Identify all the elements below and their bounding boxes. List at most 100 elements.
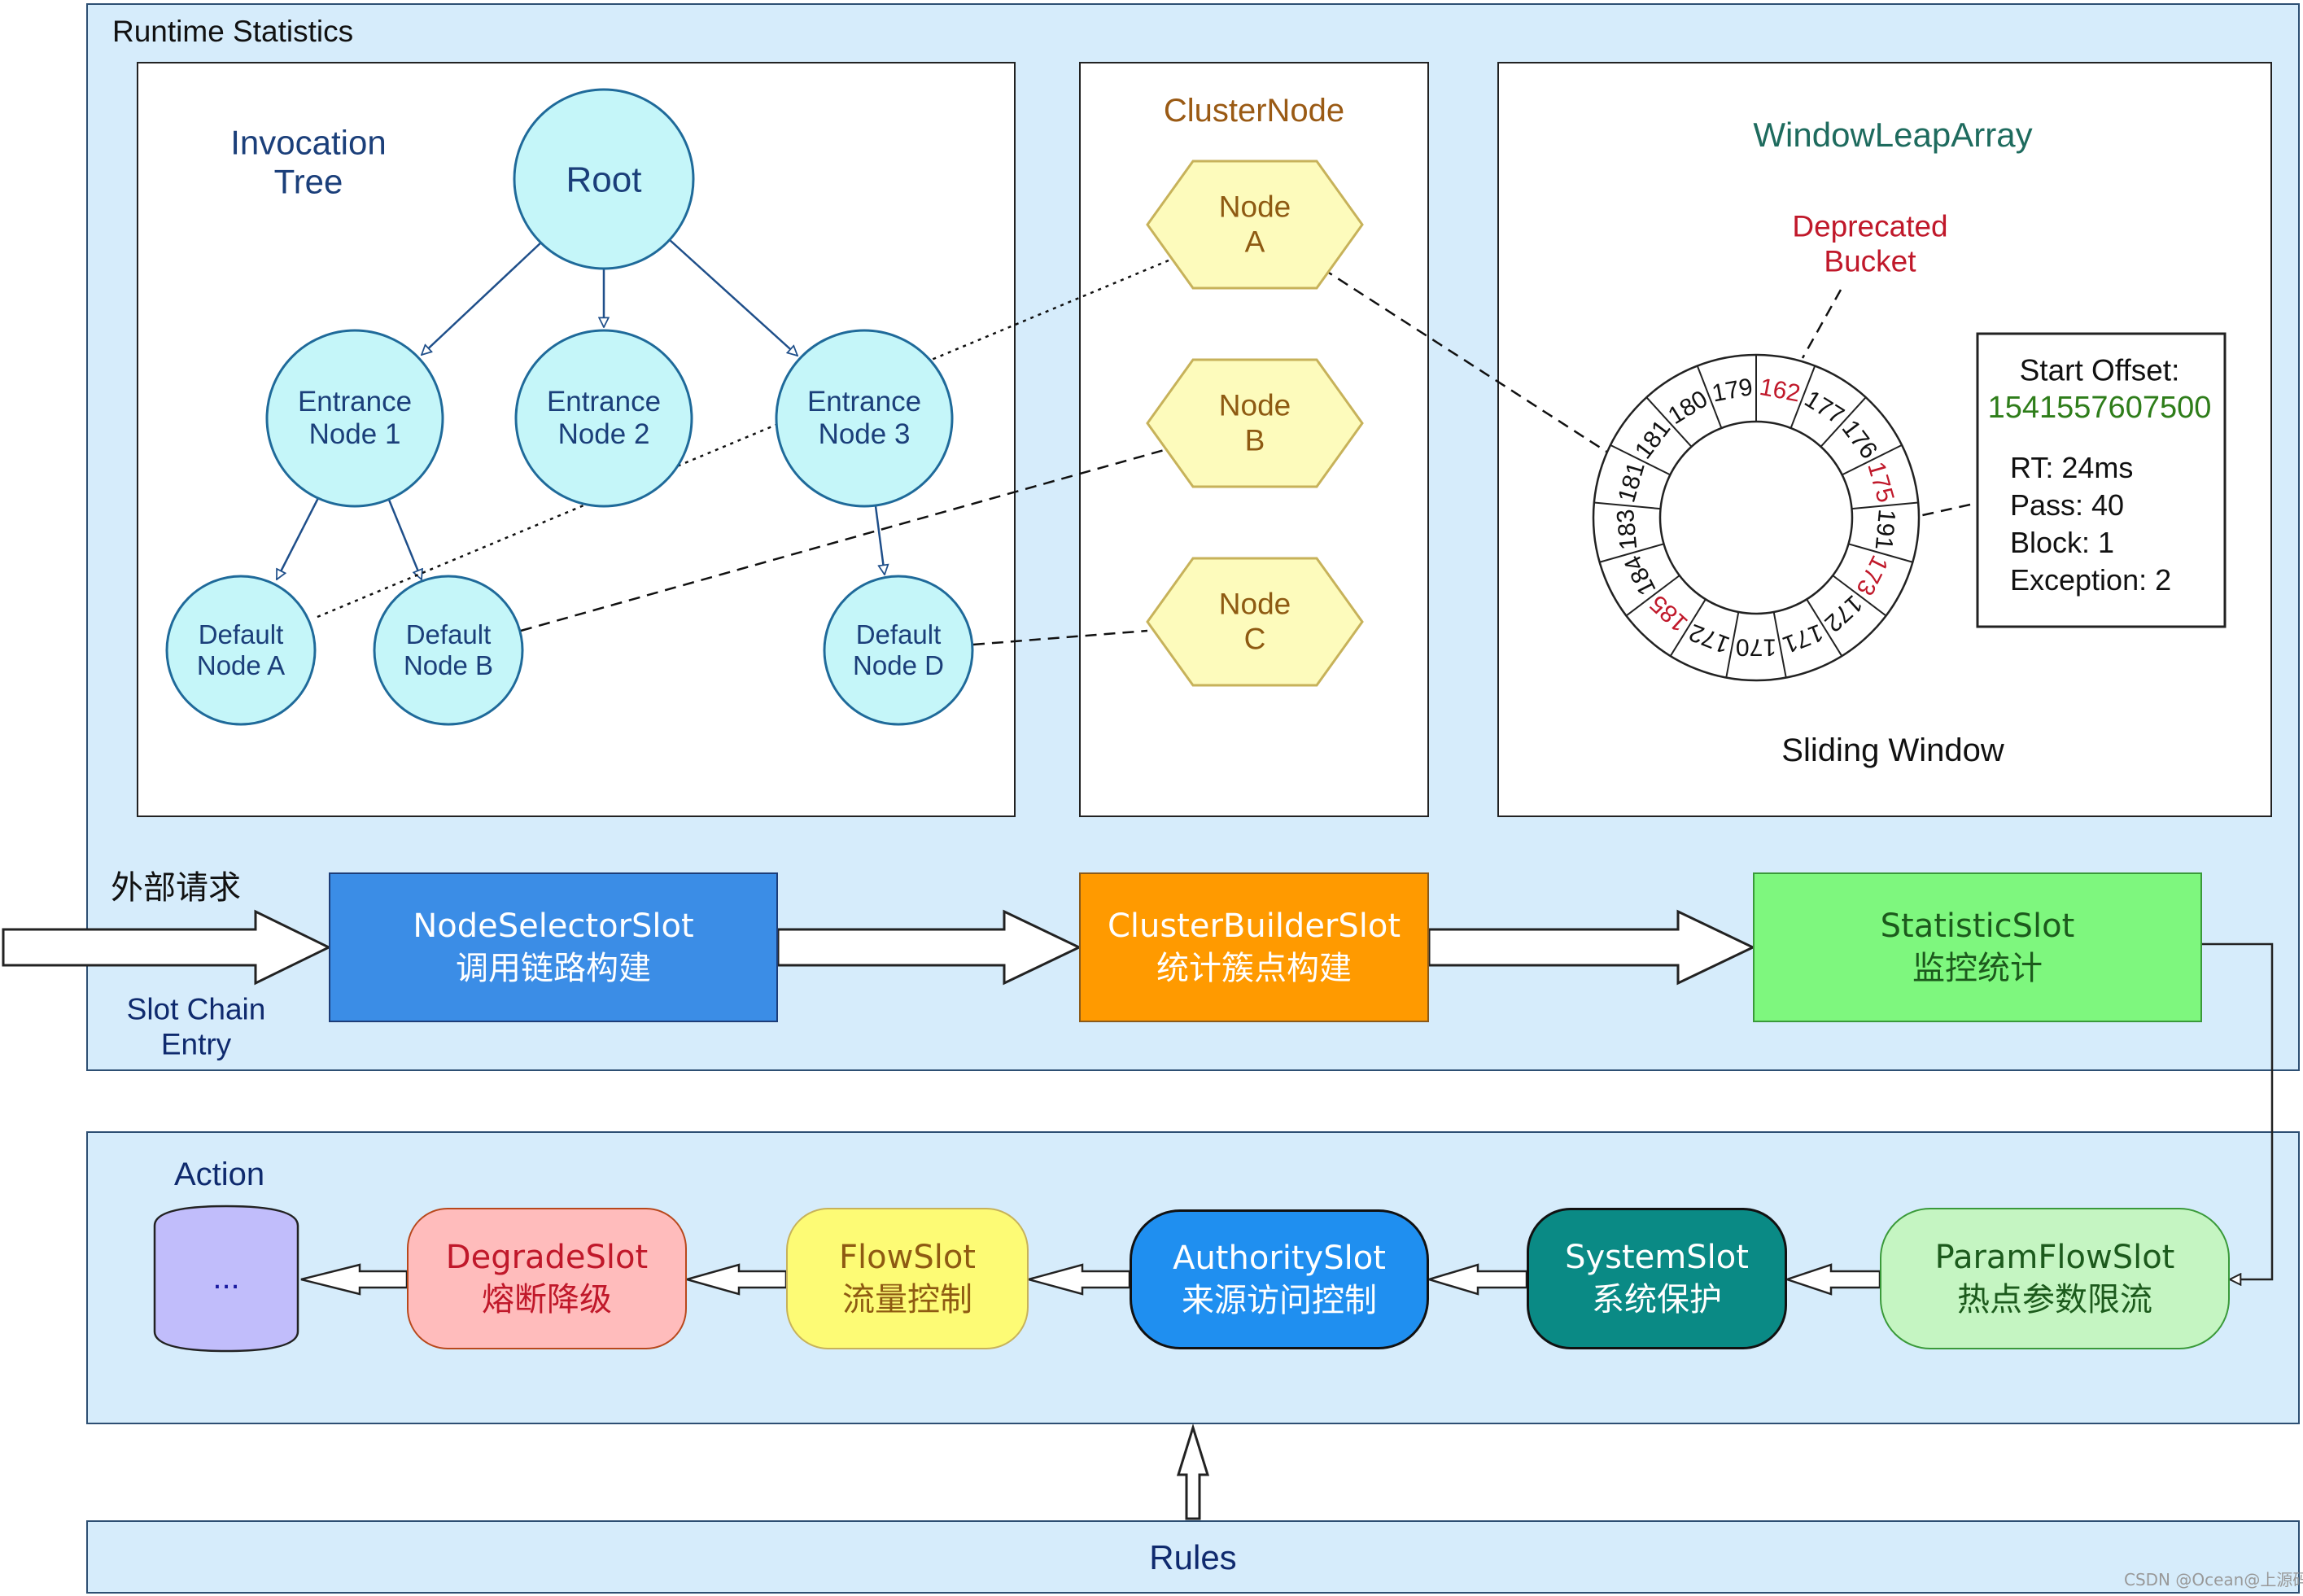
arrow-external-request bbox=[2, 909, 332, 986]
deprecated-bucket-label: Deprecated Bucket bbox=[1792, 209, 1948, 278]
connector-nodeA-window bbox=[1322, 267, 1614, 457]
node-selector-slot-name: NodeSelectorSlot bbox=[413, 907, 694, 945]
bucket-divider bbox=[1842, 444, 1903, 476]
bucket-label: 183 bbox=[1612, 508, 1642, 551]
cluster-node-title: ClusterNode bbox=[1163, 93, 1345, 129]
stat-pass: Pass: 40 bbox=[2010, 488, 2125, 522]
stat-exception: Exception: 2 bbox=[2010, 563, 2172, 597]
bucket-divider bbox=[1696, 365, 1723, 429]
flow-slot-desc: 流量控制 bbox=[842, 1281, 972, 1318]
arrow-paramflow-system bbox=[1784, 1263, 1881, 1296]
entrance-node-1 bbox=[265, 329, 444, 508]
start-offset-value: 1541557607500 bbox=[1987, 391, 2212, 426]
node-selector-slot[interactable]: NodeSelectorSlot 调用链路构建 bbox=[329, 872, 778, 1022]
statistic-slot-desc: 监控统计 bbox=[1912, 950, 2043, 987]
cluster-node-b-label: Node B bbox=[1218, 388, 1291, 457]
connector-statistic-paramflow bbox=[2202, 942, 2274, 1279]
cluster-node-c-label: Node C bbox=[1218, 587, 1291, 655]
entrance-node-3-label: Entrance Node 3 bbox=[806, 385, 922, 450]
degrade-slot-desc: 熔断降级 bbox=[482, 1281, 612, 1318]
arrow-clusterbuilder-statistic bbox=[1427, 909, 1756, 986]
cluster-node-a bbox=[1146, 160, 1364, 290]
cluster-builder-slot[interactable]: ClusterBuilderSlot 统计簇点构建 bbox=[1079, 872, 1429, 1022]
authority-slot[interactable]: AuthoritySlot 来源访问控制 bbox=[1130, 1209, 1429, 1349]
bucket-divider bbox=[1669, 598, 1706, 657]
cluster-node-b bbox=[1146, 358, 1364, 488]
edge-entrance1-defaultA bbox=[275, 497, 320, 579]
rules-panel bbox=[86, 1520, 2300, 1594]
edge-root-entrance3 bbox=[668, 238, 798, 356]
cluster-builder-slot-desc: 统计簇点构建 bbox=[1156, 950, 1352, 987]
bucket-label: 191 bbox=[1870, 508, 1900, 551]
connector-defaultD-nodeC bbox=[972, 629, 1148, 646]
param-flow-slot-name: ParamFlowSlot bbox=[1934, 1239, 2175, 1276]
ellipsis-cylinder bbox=[153, 1205, 299, 1353]
node-connectors bbox=[317, 259, 1978, 646]
system-slot-desc: 系统保护 bbox=[1592, 1281, 1722, 1318]
entrance-node-3 bbox=[775, 329, 954, 508]
statistic-slot-name: StatisticSlot bbox=[1880, 907, 2075, 945]
bucket-divider bbox=[1625, 575, 1680, 617]
stat-block: Block: 1 bbox=[2010, 526, 2115, 559]
runtime-statistics-title: Runtime Statistics bbox=[112, 15, 354, 48]
default-node-a-label: Default Node A bbox=[196, 619, 286, 680]
tree-edges bbox=[275, 238, 885, 579]
arrow-rules-action bbox=[1176, 1423, 1210, 1520]
system-slot[interactable]: SystemSlot 系统保护 bbox=[1527, 1208, 1787, 1349]
default-node-d-label: Default Node D bbox=[853, 619, 944, 680]
bucket-divider bbox=[1806, 598, 1843, 657]
edge-entrance3-defaultD bbox=[874, 505, 885, 575]
bucket-divider bbox=[1593, 501, 1661, 510]
bucket-divider bbox=[1610, 444, 1671, 476]
bucket-divider bbox=[1645, 396, 1693, 448]
bucket-divider bbox=[1725, 611, 1740, 678]
entrance-node-1-label: Entrance Node 1 bbox=[297, 385, 413, 450]
degrade-slot-name: DegradeSlot bbox=[445, 1239, 649, 1276]
action-arrows bbox=[300, 1263, 1881, 1296]
root-node-label: Root bbox=[566, 160, 642, 200]
invocation-tree-label: Invocation Tree bbox=[230, 123, 387, 201]
slot-chain-entry-label: Slot Chain Entry bbox=[126, 992, 266, 1060]
entrance-node-2-label: Entrance Node 2 bbox=[546, 385, 662, 450]
node-selector-slot-desc: 调用链路构建 bbox=[456, 950, 651, 987]
ring-inner bbox=[1658, 420, 1854, 615]
arrow-flow-degrade bbox=[683, 1263, 788, 1296]
action-title: Action bbox=[174, 1157, 265, 1192]
authority-slot-name: AuthoritySlot bbox=[1173, 1240, 1386, 1277]
bucket-divider bbox=[1848, 543, 1913, 563]
flow-slot[interactable]: FlowSlot 流量控制 bbox=[786, 1208, 1029, 1349]
root-node bbox=[513, 88, 695, 270]
bucket-divider bbox=[1832, 575, 1887, 617]
default-node-a bbox=[165, 575, 317, 726]
stat-rt: RT: 24ms bbox=[2010, 451, 2134, 484]
degrade-slot[interactable]: DegradeSlot 熔断降级 bbox=[407, 1208, 687, 1349]
bucket-divider bbox=[1820, 396, 1867, 448]
cluster-node-c bbox=[1146, 557, 1364, 687]
rules-label: Rules bbox=[1149, 1537, 1237, 1576]
param-flow-slot[interactable]: ParamFlowSlot 热点参数限流 bbox=[1880, 1208, 2230, 1349]
default-node-b-label: Default Node B bbox=[403, 619, 494, 680]
cluster-builder-slot-name: ClusterBuilderSlot bbox=[1107, 907, 1401, 945]
edge-entrance1-defaultB bbox=[387, 499, 422, 579]
bucket-divider bbox=[1599, 543, 1664, 563]
connector-deprecated bbox=[1801, 289, 1842, 359]
window-leap-array-title: WindowLeapArray bbox=[1753, 115, 2033, 154]
bucket-divider bbox=[1772, 611, 1787, 678]
sliding-window-ring: 1621771761751911731721711701721851841831… bbox=[1592, 353, 1921, 682]
cluster-node-a-label: Node A bbox=[1218, 190, 1291, 258]
connector-window-stats bbox=[1903, 501, 1978, 521]
bucket-divider bbox=[1851, 501, 1919, 510]
window-stats-box bbox=[1976, 332, 2227, 628]
sliding-window-caption: Sliding Window bbox=[1781, 732, 2004, 768]
arrow-degrade-ellipsis bbox=[300, 1263, 409, 1296]
param-flow-slot-desc: 热点参数限流 bbox=[1957, 1281, 2152, 1318]
bucket-divider bbox=[1790, 365, 1816, 429]
external-request-label: 外部请求 bbox=[111, 869, 241, 907]
start-offset-label: Start Offset: bbox=[2019, 353, 2180, 387]
arrow-authority-flow bbox=[1025, 1263, 1131, 1296]
default-node-b bbox=[373, 575, 524, 726]
flow-slot-name: FlowSlot bbox=[839, 1239, 976, 1276]
statistic-slot[interactable]: StatisticSlot 监控统计 bbox=[1753, 872, 2202, 1022]
chain-arrows bbox=[2, 909, 1756, 986]
